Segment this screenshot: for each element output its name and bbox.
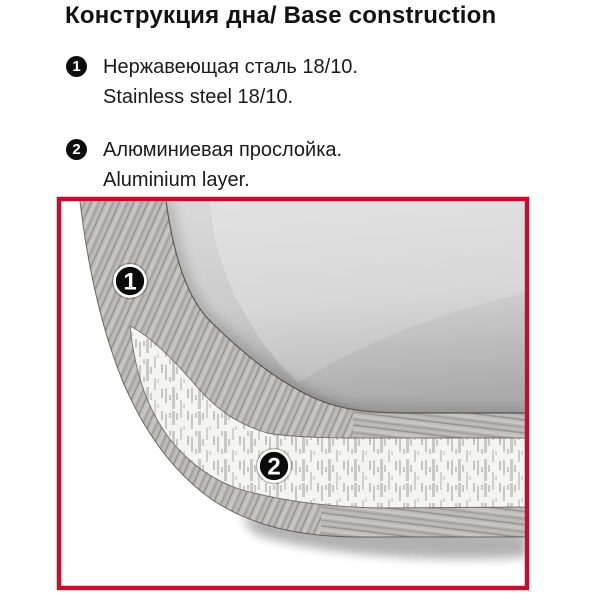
legend-text-1-ru: Нержавеющая сталь 18/10. bbox=[103, 56, 358, 78]
legend-text-2-ru: Алюминиевая прослойка. bbox=[103, 139, 343, 161]
legend-marker-1: 1 bbox=[66, 56, 87, 77]
legend-item-stainless-steel: 1 Нержавеющая сталь 18/10. Stainless ste… bbox=[66, 52, 358, 112]
legend-text-1-en: Stainless steel 18/10. bbox=[103, 86, 294, 108]
legend-text-2: Алюминиевая прослойка. Aluminium layer. bbox=[103, 135, 342, 195]
diagram-marker-2: 2 bbox=[255, 447, 293, 485]
legend-marker-2: 2 bbox=[66, 139, 87, 160]
base-construction-diagram: 1 2 bbox=[55, 195, 535, 600]
diagram-marker-1: 1 bbox=[111, 262, 149, 300]
pan-cross-section-svg: 1 2 bbox=[56, 196, 530, 591]
diagram-marker-1-number: 1 bbox=[123, 269, 136, 296]
interior-sheen-2 bbox=[298, 293, 525, 414]
page-title: Конструкция дна/ Base construction bbox=[65, 2, 497, 29]
aluminium-bottom-outline bbox=[129, 325, 525, 509]
diagram-border bbox=[56, 196, 530, 591]
aluminium-top-outline bbox=[129, 325, 525, 439]
legend-text-1: Нержавеющая сталь 18/10. Stainless steel… bbox=[103, 52, 358, 112]
aluminium-layer bbox=[130, 326, 525, 508]
legend-text-2-en: Aluminium layer. bbox=[103, 169, 250, 191]
legend-item-aluminium: 2 Алюминиевая прослойка. Aluminium layer… bbox=[66, 135, 342, 195]
diagram-marker-2-number: 2 bbox=[267, 454, 280, 481]
wall-outer-outline bbox=[79, 201, 525, 538]
interior-sheen bbox=[166, 201, 525, 383]
interior-outline bbox=[165, 201, 525, 414]
